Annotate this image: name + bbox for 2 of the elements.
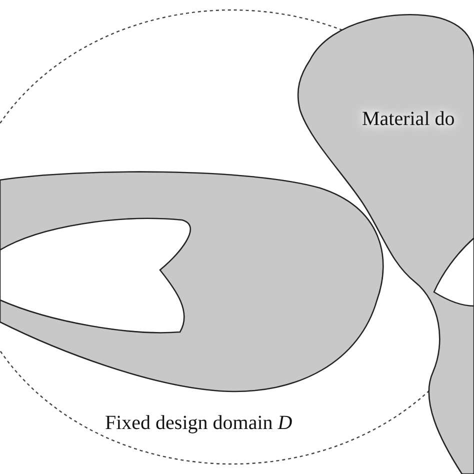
region-label: Fixed design domain D bbox=[105, 412, 292, 435]
region-label: Material do bbox=[362, 108, 455, 131]
